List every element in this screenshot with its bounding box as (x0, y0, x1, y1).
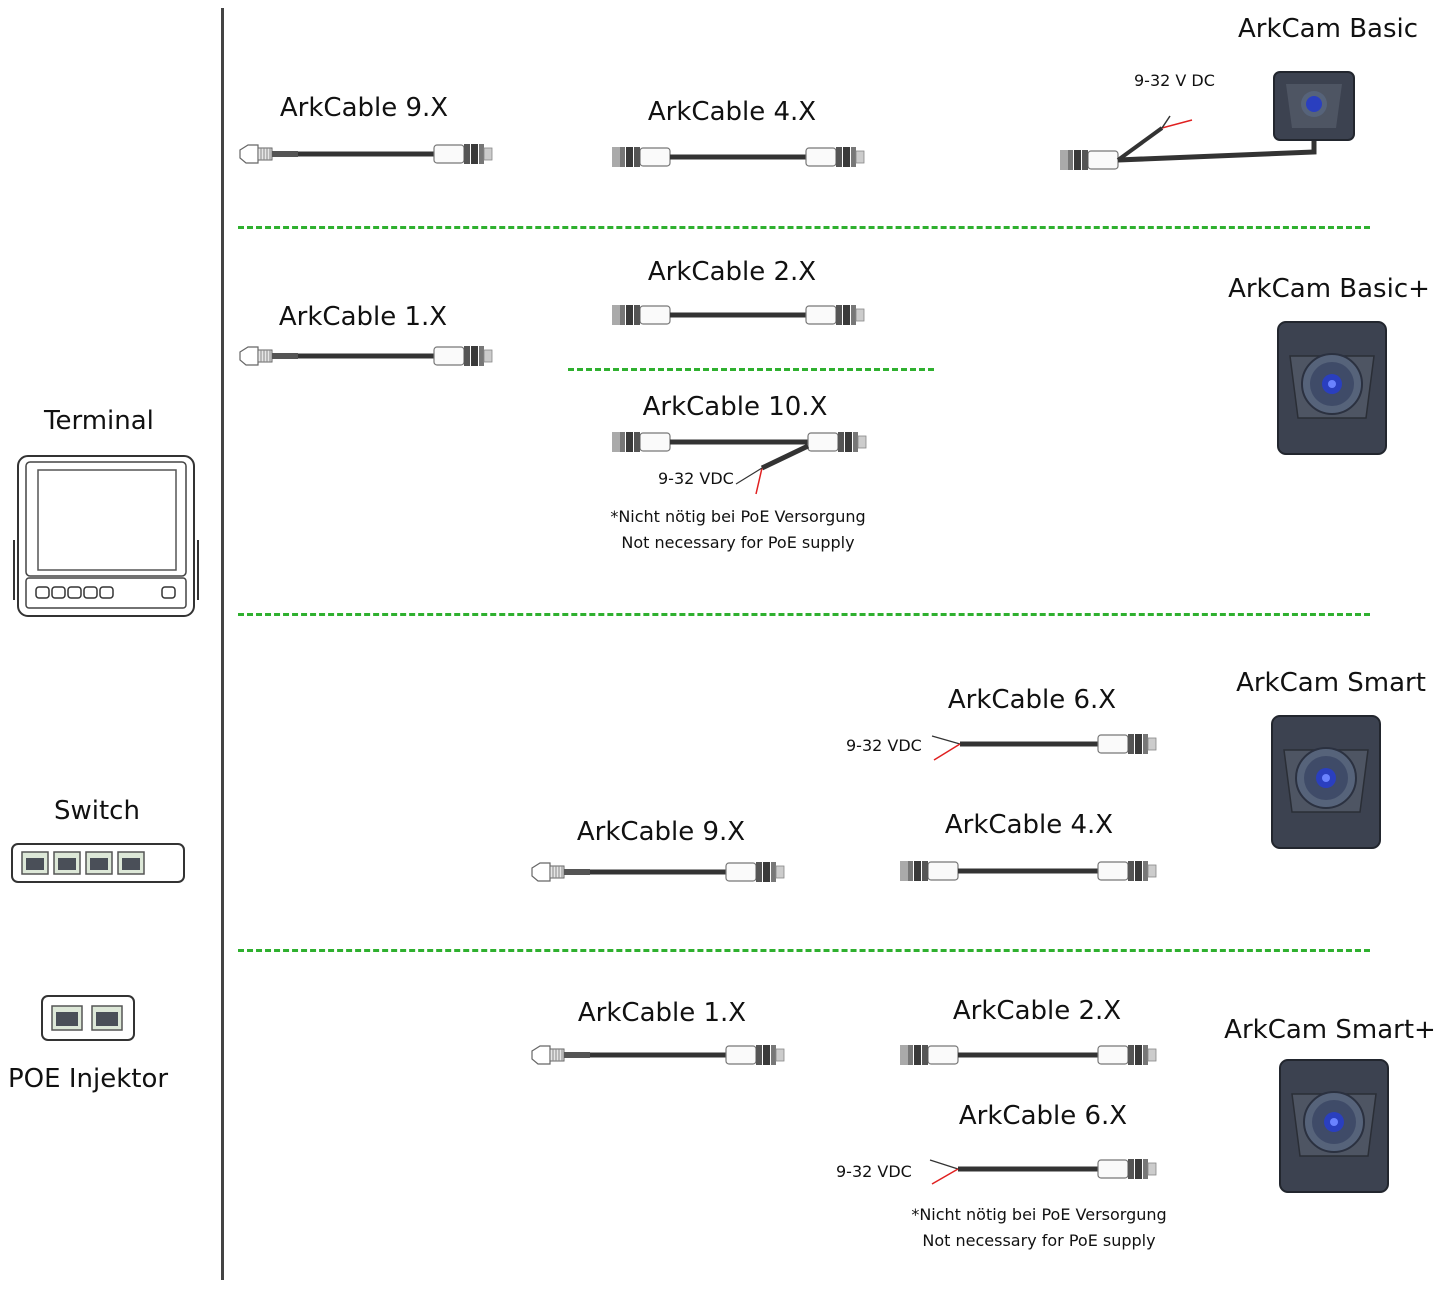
cable-2x-row4 (899, 1044, 1157, 1066)
poe-note-en: Not necessary for PoE supply (621, 532, 855, 552)
terminal-image (13, 455, 199, 617)
cable-label-1x-row2: ArkCable 1.X (278, 302, 448, 332)
poe-note-de: *Nicht nötig bei PoE Versorgung (610, 507, 866, 526)
camera-basic-plus-label: ArkCam Basic+ (1228, 274, 1430, 304)
cable-label-10x-row2: ArkCable 10.X (642, 392, 828, 422)
row-separator-3 (238, 949, 1370, 952)
cable-6x-row3 (931, 733, 1157, 761)
poe-injector-image (41, 995, 135, 1041)
cable-label-2x-row4: ArkCable 2.X (952, 996, 1122, 1026)
terminal-label: Terminal (44, 406, 154, 436)
row-separator-1 (238, 226, 1370, 229)
camera-basic-image (1273, 71, 1355, 141)
cable-label-4x-row3: ArkCable 4.X (944, 810, 1114, 840)
row-separator-sub (568, 368, 934, 371)
camera-basic-label: ArkCam Basic (1237, 14, 1419, 44)
cable-label-1x-row4: ArkCable 1.X (577, 998, 747, 1028)
switch-label: Switch (54, 796, 140, 826)
cable-label-9x-row1: ArkCable 9.X (279, 93, 449, 123)
switch-image (11, 843, 185, 883)
row-separator-2 (238, 613, 1370, 616)
cable-10x-row2 (611, 431, 867, 495)
camera-smart-plus-label: ArkCam Smart+ (1224, 1015, 1434, 1045)
cable-4x-row3 (899, 860, 1157, 882)
cable-label-6x-row3: ArkCable 6.X (947, 685, 1117, 715)
cable-6x-row4 (929, 1158, 1157, 1185)
cable-label-2x-row2: ArkCable 2.X (647, 257, 817, 287)
cable-9x-row3 (531, 861, 785, 883)
poe-note-row4: *Nicht nötig bei PoE Versorgung Not nece… (911, 1202, 1166, 1253)
camera-basic-cable (1059, 115, 1317, 171)
poe-note-de: *Nicht nötig bei PoE Versorgung (911, 1205, 1167, 1224)
cable-2x-row2 (611, 304, 865, 326)
power-label-row2: 9-32 VDC (658, 469, 734, 488)
cable-9x-row1 (239, 143, 493, 165)
cable-label-6x-row4: ArkCable 6.X (958, 1101, 1128, 1131)
poe-note-en: Not necessary for PoE supply (922, 1230, 1156, 1250)
power-label-row4: 9-32 VDC (836, 1162, 912, 1181)
divider-vertical (221, 8, 224, 1280)
power-label-row3: 9-32 VDC (846, 736, 922, 755)
cable-1x-row2 (239, 345, 493, 367)
cable-1x-row4 (531, 1044, 785, 1066)
cable-label-4x-row1: ArkCable 4.X (647, 97, 817, 127)
cable-4x-row1 (611, 146, 865, 168)
poe-injector-label: POE Injektor (8, 1064, 169, 1094)
camera-smart-plus-image (1279, 1059, 1389, 1193)
poe-note-row2: *Nicht nötig bei PoE Versorgung Not nece… (610, 504, 865, 555)
camera-smart-image (1271, 715, 1381, 849)
camera-basic-plus-image (1277, 321, 1387, 455)
camera-smart-label: ArkCam Smart (1236, 668, 1426, 698)
cable-label-9x-row3: ArkCable 9.X (576, 817, 746, 847)
power-label-row1: 9-32 V DC (1134, 71, 1215, 90)
